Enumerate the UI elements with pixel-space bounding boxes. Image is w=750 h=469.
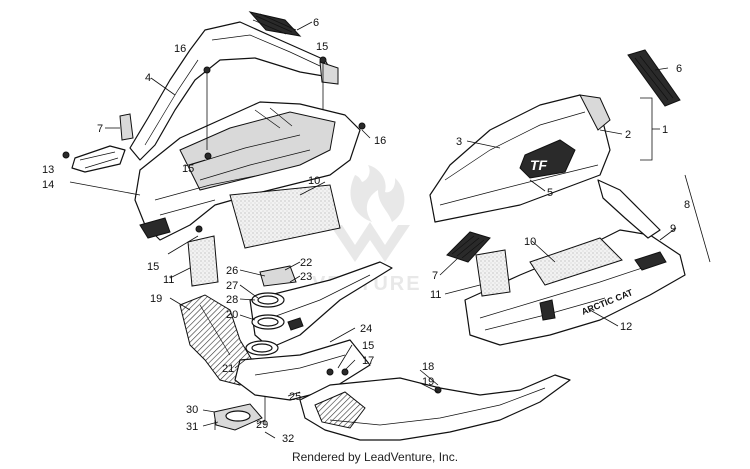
callout-19-right[interactable]: 19 (422, 376, 434, 388)
part-vent-strip-right[interactable] (627, 49, 681, 107)
callout-25[interactable]: 25 (289, 391, 301, 403)
callout-16-top[interactable]: 16 (174, 43, 186, 55)
callout-15-left[interactable]: 15 (147, 261, 159, 273)
callout-27[interactable]: 27 (226, 280, 238, 292)
part-vent-grill-right[interactable] (446, 231, 491, 263)
callout-2[interactable]: 2 (625, 129, 631, 141)
callout-29[interactable]: 29 (256, 419, 268, 431)
callout-10-left[interactable]: 10 (308, 175, 320, 187)
part-vent-grill-top[interactable] (248, 11, 302, 37)
part-bracket-left[interactable] (62, 145, 126, 173)
part-foam-small-right[interactable] (475, 249, 511, 297)
callout-8[interactable]: 8 (684, 199, 690, 211)
part-foam-small-left[interactable] (187, 235, 219, 287)
callout-16-right[interactable]: 16 (374, 135, 386, 147)
callout-15-top[interactable]: 15 (316, 41, 328, 53)
callout-23[interactable]: 23 (300, 271, 312, 283)
callout-14[interactable]: 14 (42, 179, 54, 191)
part-front-skid-pan[interactable] (299, 374, 571, 441)
part-hood-body[interactable] (134, 101, 361, 241)
callout-13[interactable]: 13 (42, 164, 54, 176)
bracket-group-1 (640, 97, 653, 161)
callout-7-left[interactable]: 7 (97, 123, 103, 135)
part-side-panel-right[interactable]: TF (429, 94, 611, 223)
fasteners-top (195, 56, 366, 233)
callout-6-top[interactable]: 6 (313, 17, 319, 29)
callout-28[interactable]: 28 (226, 294, 238, 306)
callout-10-right[interactable]: 10 (524, 236, 536, 248)
decal-fd: TF (530, 157, 548, 173)
callout-24[interactable]: 24 (360, 323, 372, 335)
callout-3[interactable]: 3 (456, 136, 462, 148)
bracket-group-8 (684, 174, 711, 263)
part-foam-pad-right[interactable] (529, 237, 623, 286)
callout-15-lower[interactable]: 15 (362, 340, 374, 352)
part-foam-pad-left[interactable] (229, 184, 341, 249)
callout-9[interactable]: 9 (670, 223, 676, 235)
callout-11-left[interactable]: 11 (163, 274, 174, 286)
callout-22[interactable]: 22 (300, 257, 312, 269)
callout-6-right[interactable]: 6 (676, 63, 682, 75)
leader-lines (69, 21, 677, 439)
callout-19-left[interactable]: 19 (150, 293, 162, 305)
callout-17[interactable]: 17 (362, 355, 374, 367)
footer-credit: Rendered by LeadVenture, Inc. (291, 450, 459, 464)
callout-18[interactable]: 18 (422, 361, 434, 373)
callout-labels: 1 2 3 4 5 6 6 7 7 8 9 10 10 11 11 12 13 … (42, 17, 690, 445)
part-cup-30[interactable] (213, 403, 263, 431)
callout-4[interactable]: 4 (145, 72, 151, 84)
part-side-rail[interactable] (129, 21, 339, 161)
part-ring-gaskets[interactable] (245, 292, 285, 356)
callout-7-right[interactable]: 7 (432, 270, 438, 282)
callout-11-right[interactable]: 11 (430, 289, 441, 301)
callout-21[interactable]: 21 (222, 363, 234, 375)
callout-31[interactable]: 31 (186, 421, 198, 433)
callout-20[interactable]: 20 (226, 309, 238, 321)
callout-30[interactable]: 30 (186, 404, 198, 416)
part-rail-plate[interactable] (249, 261, 393, 349)
callout-15-hood[interactable]: 15 (182, 163, 194, 175)
callout-5[interactable]: 5 (547, 187, 553, 199)
callout-1[interactable]: 1 (662, 124, 668, 136)
callout-26[interactable]: 26 (226, 265, 238, 277)
callout-32[interactable]: 32 (282, 433, 294, 445)
part-clip-left[interactable] (119, 113, 134, 141)
callout-12[interactable]: 12 (620, 321, 632, 333)
